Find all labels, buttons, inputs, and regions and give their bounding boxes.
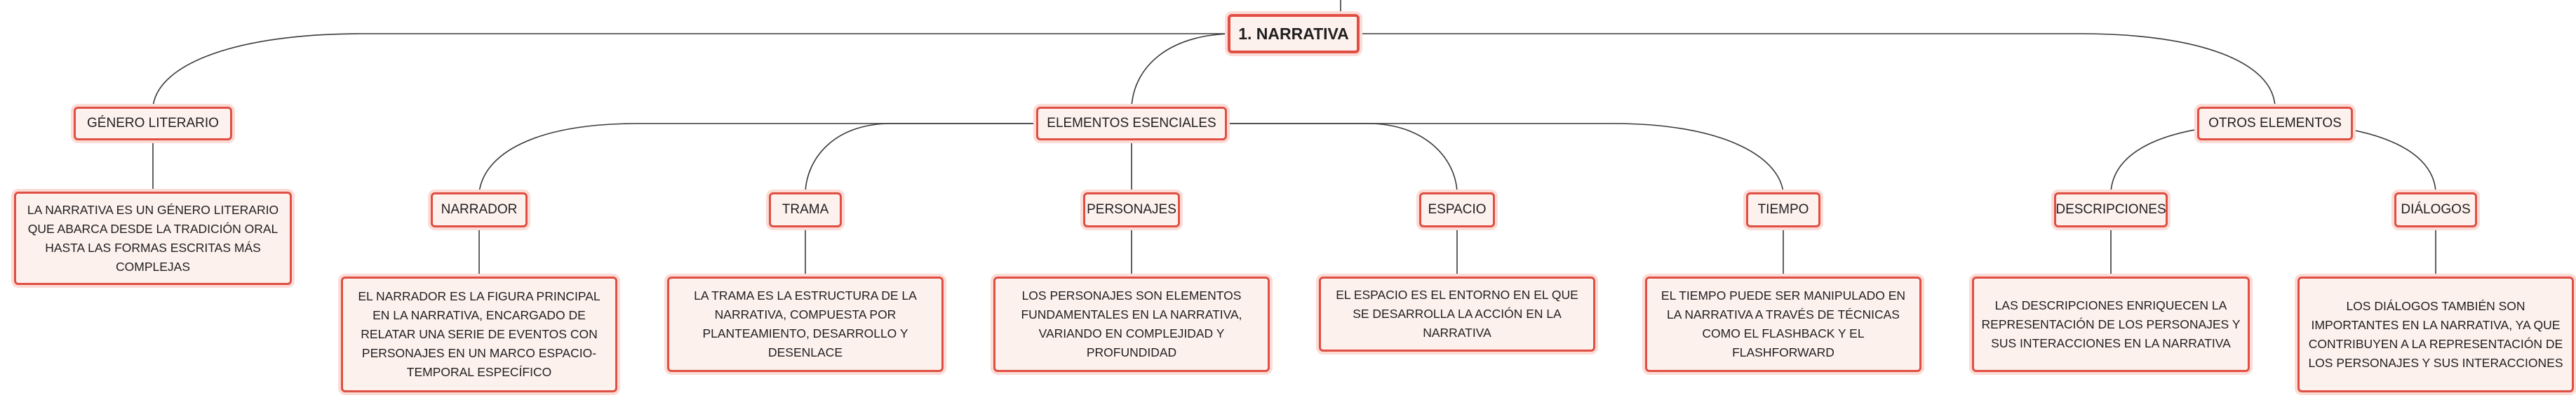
tiempo-description-text: EL TIEMPO PUEDE SER MANIPULADO EN LA NAR…	[1661, 288, 1906, 359]
genero-literario-description-text: LA NARRATIVA ES UN GÉNERO LITERARIO QUE …	[27, 202, 279, 274]
narrador-description-text: EL NARRADOR ES LA FIGURA PRINCIPAL EN LA…	[358, 289, 601, 379]
descripciones-description-text: LAS DESCRIPCIONES ENRIQUECEN LA REPRESEN…	[1981, 298, 2241, 350]
trama-node[interactable]: TRAMA	[769, 192, 842, 227]
connector-root-genero	[152, 33, 1228, 107]
espacio-node[interactable]: ESPACIO	[1419, 192, 1495, 227]
narrador-node[interactable]: NARRADOR	[431, 192, 528, 227]
root-node-label: 1. NARRATIVA	[1238, 24, 1349, 43]
connector-elementos-trama	[805, 123, 1132, 193]
elementos-esenciales-label: ELEMENTOS ESENCIALES	[1047, 116, 1216, 131]
root-node[interactable]: 1. NARRATIVA	[1228, 14, 1360, 53]
connector-elementos-narrador	[478, 123, 1132, 193]
espacio-description-text: EL ESPACIO ES EL ENTORNO EN EL QUE SE DE…	[1336, 288, 1578, 340]
tiempo-description[interactable]: EL TIEMPO PUEDE SER MANIPULADO EN LA NAR…	[1645, 277, 1921, 372]
personajes-description-text: LOS PERSONAJES SON ELEMENTOS FUNDAMENTAL…	[1021, 288, 1242, 359]
trama-label: TRAMA	[781, 202, 829, 217]
tiempo-label: TIEMPO	[1757, 202, 1809, 217]
personajes-label: PERSONAJES	[1087, 202, 1176, 217]
genero-literario-label: GÉNERO LITERARIO	[87, 116, 219, 131]
elementos-esenciales-node[interactable]: ELEMENTOS ESENCIALES	[1036, 107, 1227, 140]
trama-description-text: LA TRAMA ES LA ESTRUCTURA DE LA NARRATIV…	[694, 288, 917, 359]
espacio-label: ESPACIO	[1428, 202, 1487, 217]
dialogos-description-text: LOS DIÁLOGOS TAMBIÉN SON IMPORTANTES EN …	[2308, 298, 2563, 370]
narrador-label: NARRADOR	[441, 202, 518, 217]
espacio-description[interactable]: EL ESPACIO ES EL ENTORNO EN EL QUE SE DE…	[1319, 277, 1595, 352]
descripciones-node[interactable]: DESCRIPCIONES	[2054, 192, 2168, 227]
genero-literario-node[interactable]: GÉNERO LITERARIO	[74, 107, 232, 140]
connector-elementos-tiempo	[1132, 123, 1784, 193]
narrador-description[interactable]: EL NARRADOR ES LA FIGURA PRINCIPAL EN LA…	[341, 277, 617, 392]
descripciones-description[interactable]: LAS DESCRIPCIONES ENRIQUECEN LA REPRESEN…	[1972, 277, 2250, 372]
descripciones-label: DESCRIPCIONES	[2055, 202, 2166, 217]
connector-root-elementos	[1131, 33, 1235, 107]
trama-description[interactable]: LA TRAMA ES LA ESTRUCTURA DE LA NARRATIV…	[667, 277, 944, 372]
dialogos-label: DIÁLOGOS	[2401, 202, 2471, 217]
connector-root-otros	[1360, 33, 2276, 107]
otros-elementos-node[interactable]: OTROS ELEMENTOS	[2197, 107, 2353, 140]
dialogos-description[interactable]: LOS DIÁLOGOS TAMBIÉN SON IMPORTANTES EN …	[2297, 277, 2574, 392]
personajes-description[interactable]: LOS PERSONAJES SON ELEMENTOS FUNDAMENTAL…	[993, 277, 1270, 372]
genero-literario-description[interactable]: LA NARRATIVA ES UN GÉNERO LITERARIO QUE …	[14, 192, 292, 285]
dialogos-node[interactable]: DIÁLOGOS	[2394, 192, 2477, 227]
connector-root-parent	[1336, 0, 1341, 15]
otros-elementos-label: OTROS ELEMENTOS	[2208, 116, 2342, 131]
personajes-node[interactable]: PERSONAJES	[1083, 192, 1180, 227]
tiempo-node[interactable]: TIEMPO	[1746, 192, 1820, 227]
